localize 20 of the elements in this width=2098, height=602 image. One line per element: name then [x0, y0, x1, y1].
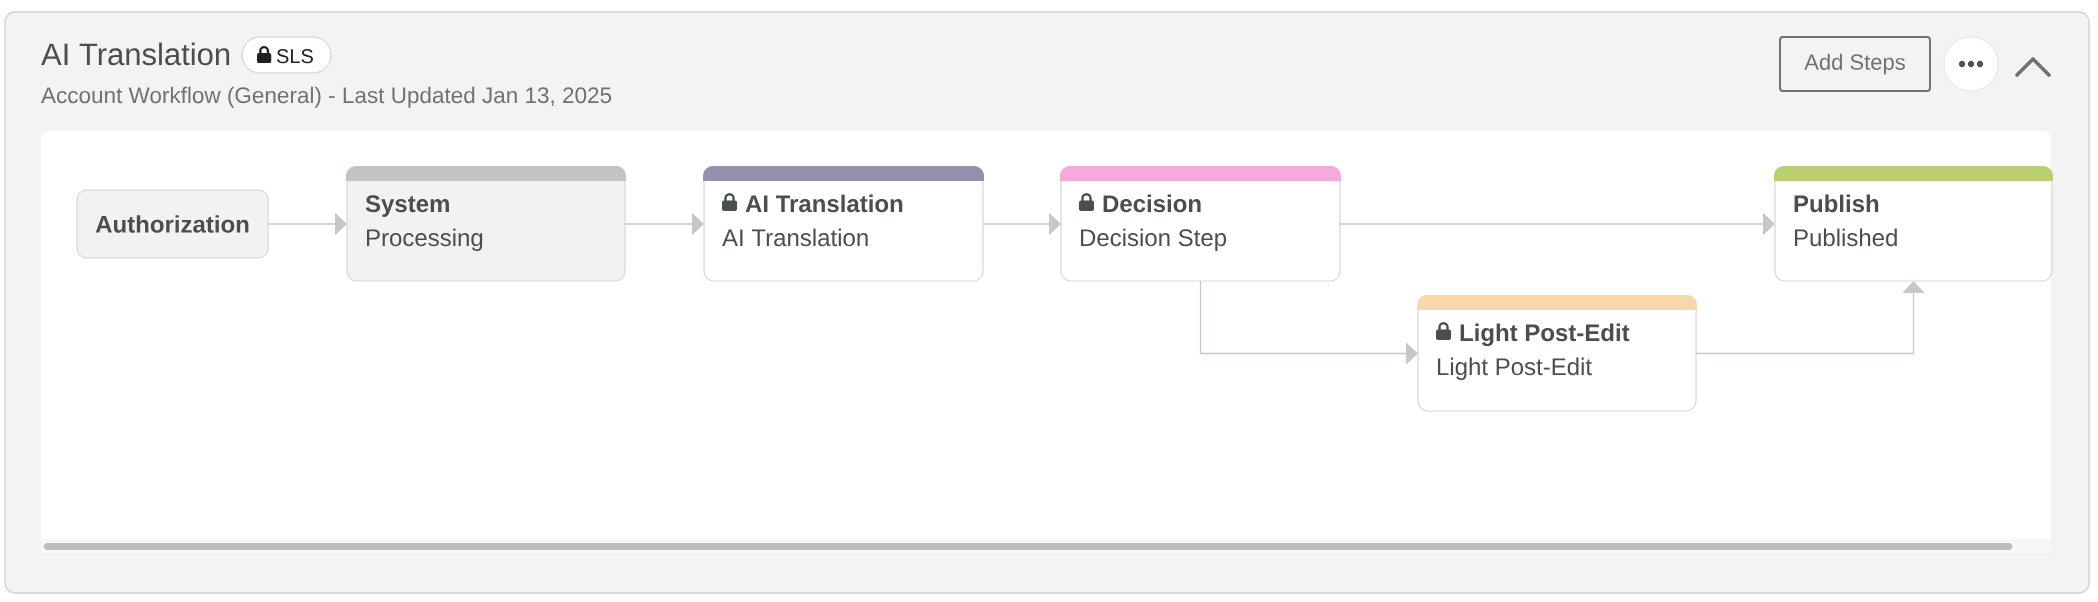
step-title: Light Post-Edit	[1460, 323, 1630, 347]
step-card	[1417, 295, 1697, 412]
step-card	[703, 166, 984, 282]
step-subtitle: AI Translation	[722, 228, 868, 247]
step-subtitle: Light Post-Edit	[1438, 357, 1592, 380]
step-title: AI Translation	[745, 194, 903, 213]
step-title: Decision	[1103, 194, 1201, 213]
subtitle: Account Workflow (General) - Last Updated Jan 13, 2025	[41, 86, 612, 108]
add-steps-button: Add Steps	[1779, 36, 1931, 92]
step-subtitle: Decision Step	[1081, 228, 1227, 251]
step-card	[1774, 166, 2053, 282]
step-title: Publish	[1794, 194, 1879, 213]
step-subtitle: Processing	[367, 228, 483, 251]
step-card	[346, 166, 626, 282]
step-subtitle: Published	[1795, 228, 1897, 247]
step-box: Authorization	[76, 189, 269, 259]
title: AI Translation	[41, 42, 230, 66]
step-title: System	[365, 195, 449, 217]
badge: SLS	[241, 36, 332, 74]
step-card	[1060, 166, 1341, 282]
